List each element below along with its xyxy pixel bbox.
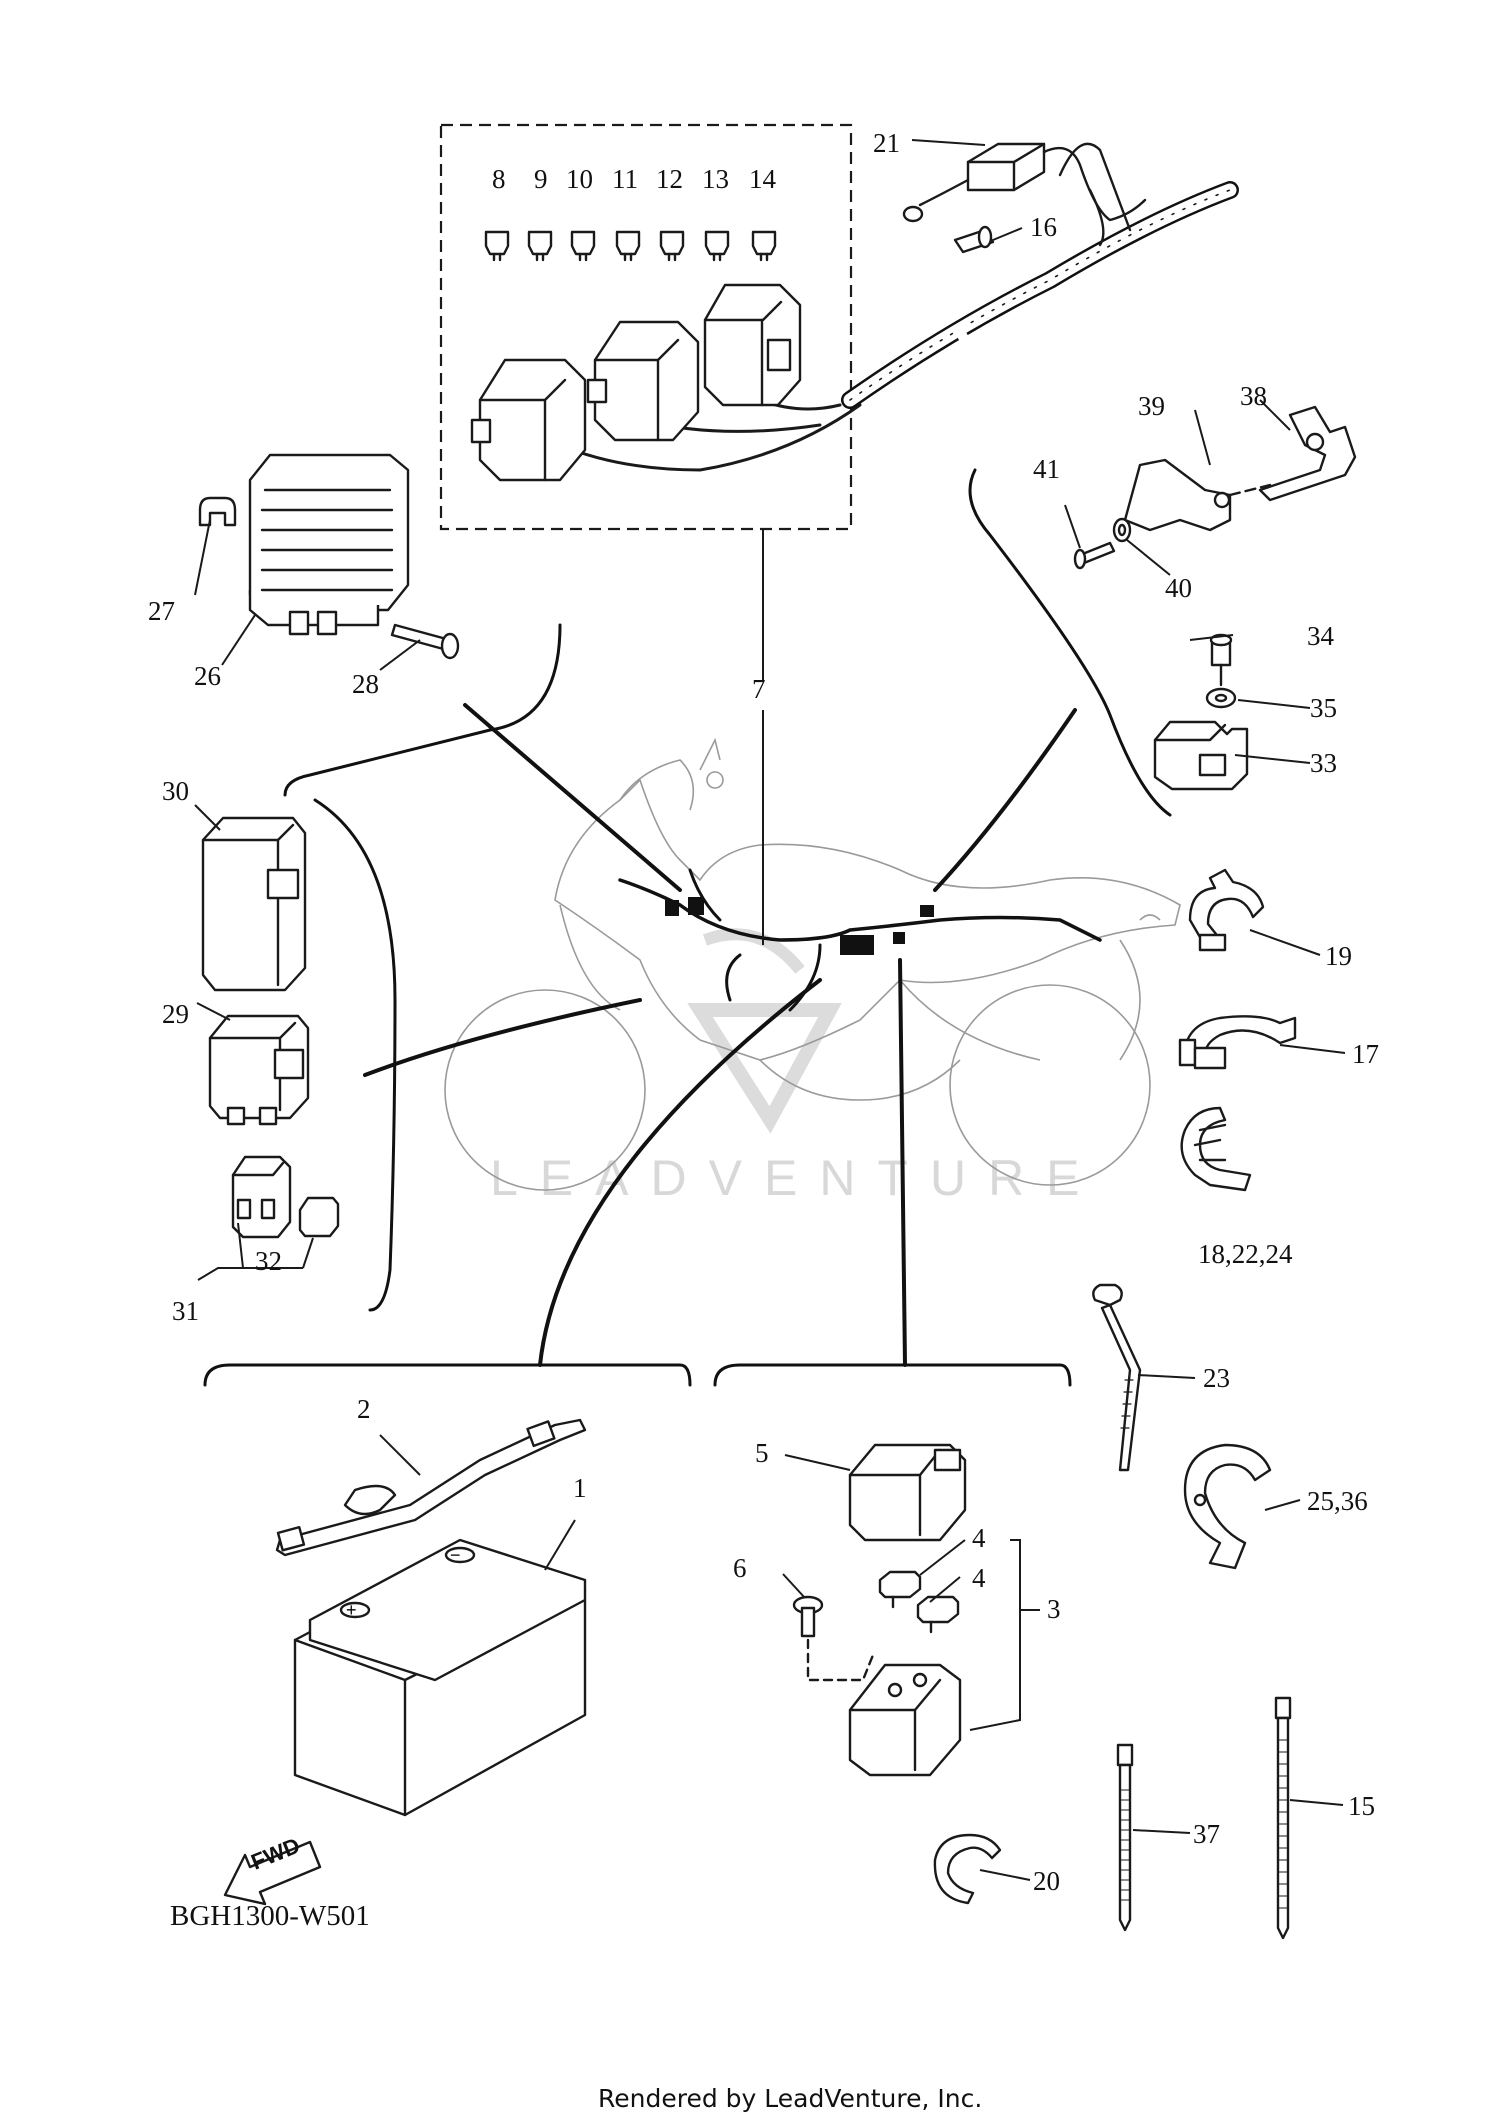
callout-26: 26 [194,661,221,691]
cable-tie-37 [1116,1743,1134,1932]
relay-box-3 [703,283,802,407]
connector-31 [231,1155,292,1239]
svg-text:−: − [450,1545,461,1565]
callout-38: 38 [1240,381,1267,411]
relay-29 [208,1014,310,1126]
callout-11: 11 [612,164,638,194]
callout-3: 3 [1047,1594,1061,1624]
callout-25-36: 25,36 [1307,1486,1368,1516]
bolt-6 [792,1595,875,1682]
callout-15: 15 [1348,1791,1375,1821]
bolt-16 [953,225,995,254]
callout-labels: 21 16 8 9 10 11 12 13 14 7 27 26 28 30 2… [148,128,1379,1896]
callout-20: 20 [1033,1866,1060,1896]
mini-fuses [484,230,777,262]
callout-4b: 4 [972,1563,986,1593]
fuse-box-harness [470,283,862,482]
callout-41: 41 [1033,454,1060,484]
callout-12: 12 [656,164,683,194]
render-credit: Rendered by LeadVenture, Inc. [598,2084,982,2113]
sensor-21 [902,142,1147,223]
fuse-box-group-border [439,123,853,531]
harness-on-bike [618,868,1102,1012]
clamp-18 [1180,1106,1252,1192]
callout-14: 14 [749,164,777,194]
fwd-arrow: FWD [223,1833,322,1906]
sensor-33 [1153,720,1249,791]
cable-tie-23 [1092,1283,1142,1472]
bolt-34 [1209,633,1233,687]
battery-strap-2 [275,1418,587,1557]
callout-10: 10 [566,164,593,194]
callout-1: 1 [573,1473,587,1503]
clip-20 [933,1833,1002,1905]
relay-box-2 [586,320,700,442]
callout-23: 23 [1203,1363,1230,1393]
callout-27: 27 [148,596,175,626]
motorcycle-outline [444,737,1181,1191]
callout-9: 9 [534,164,548,194]
callout-21: 21 [873,128,900,158]
clamp-17 [1178,1015,1297,1070]
callout-18-22-24: 18,22,24 [1198,1239,1293,1269]
watermark: LEADVENTURE [490,928,1102,1206]
clip-27 [198,496,237,527]
callout-16: 16 [1030,212,1057,242]
bolt-28 [390,623,460,660]
bolt-41 [1073,541,1116,570]
callout-19: 19 [1325,941,1352,971]
spiral-harness [841,142,1239,409]
clamp-25-36 [1183,1443,1272,1570]
group-brackets [203,468,1172,1387]
clamp-19 [1188,868,1265,952]
callout-17: 17 [1352,1039,1379,1069]
fuses-4 [878,1570,960,1634]
callout-31: 31 [172,1296,199,1326]
callout-6: 6 [733,1553,747,1583]
battery-1: − + [293,1538,587,1817]
callout-4a: 4 [972,1523,986,1553]
washer-35 [1205,687,1237,709]
relay-box-1 [470,358,587,482]
callout-33: 33 [1310,748,1337,778]
svg-text:+: + [346,1600,357,1620]
bracket-38 [1258,405,1357,502]
washer-40 [1112,517,1132,543]
callout-39: 39 [1138,391,1165,421]
callout-7: 7 [752,674,766,704]
callout-40: 40 [1165,573,1192,603]
callout-5: 5 [755,1438,769,1468]
callout-13: 13 [702,164,729,194]
watermark-text: LEADVENTURE [490,1150,1102,1206]
callout-34: 34 [1307,621,1335,651]
callout-37: 37 [1193,1819,1220,1849]
cable-tie-15 [1274,1696,1292,1940]
starter-relay-3 [848,1663,962,1777]
cover-5 [848,1443,967,1542]
callout-2: 2 [357,1394,371,1424]
connector-32 [298,1196,340,1238]
relay-30 [201,816,307,992]
bracket-39 [1123,458,1272,532]
callout-29: 29 [162,999,189,1029]
callout-30: 30 [162,776,189,806]
callout-28: 28 [352,669,379,699]
regulator-26 [248,453,410,636]
leader-lines [194,139,1346,1881]
callout-35: 35 [1310,693,1337,723]
diagram-code: BGH1300-W501 [170,1900,370,1932]
callout-8: 8 [492,164,506,194]
callout-32: 32 [255,1246,282,1276]
